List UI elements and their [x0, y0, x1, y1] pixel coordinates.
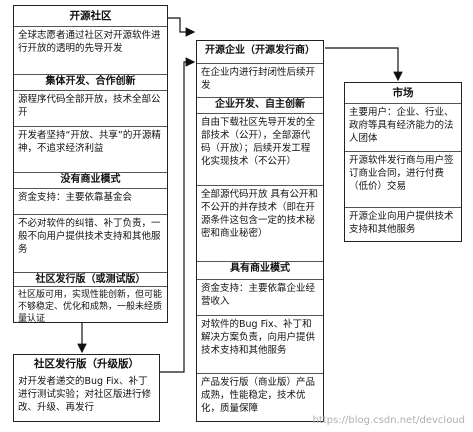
community-box: 开源社区 全球志愿者通过社区对开源软件进行开放的透明的先导开发 集体开发、合作创… — [13, 5, 168, 324]
upgrade-desc: 对开发者递交的Bug Fix、补丁进行测试实验；对社区版进行修改、升级、再发行 — [18, 376, 152, 413]
upgrade-title: 社区发行版（升级版） — [34, 358, 139, 370]
community-no-support: 不必对软件的纠错、补丁负责，一般不向用户提供技术支持和其他服务 — [14, 214, 167, 272]
market-support: 开源企业向用户提供技术支持和其他服务 — [345, 207, 461, 241]
market-title: 市场 — [392, 87, 414, 99]
enterprise-download: 自由下载社区先导开发的全部技术（公开），全部源代码（开放）；后续开发工程化实现技… — [197, 113, 323, 185]
community-sub-collab: 集体开发、合作创新 — [14, 74, 167, 89]
enterprise-mixed-tech: 全部源代码开放 具有公开和不公开的并存技术（即在开源条件这包含一定的技术秘密和商… — [197, 185, 323, 255]
community-title: 开源社区 — [69, 10, 112, 22]
enterprise-sub-biz: 具有商业模式 — [197, 261, 323, 276]
community-code-open: 源程序代码全部开放，技术全部公开 — [14, 90, 167, 126]
community-sub-nobiz: 没有商业模式 — [14, 172, 167, 187]
arrow-community-to-enterprise — [168, 17, 196, 37]
enterprise-box: 开源企业（开源发行商） 在企业内进行封闭性后续开发 企业开发、自主创新 自由下载… — [196, 40, 324, 422]
market-users: 主要用户：企业、行业、政府等具有经济能力的法人团体 — [345, 103, 461, 151]
market-contract: 开源软件发行商与用户签订商业合同，进行付费（低价）交易 — [345, 151, 461, 207]
community-funding: 资金支持：主要依靠基金会 — [14, 188, 167, 214]
enterprise-title: 开源企业（开源发行商） — [205, 45, 315, 56]
community-release-desc: 社区版可用，实现性能创新，但可能不够稳定、优化和成熟，一般未经质量认证 — [14, 286, 167, 324]
community-sub-release: 社区发行版（或测试版） — [14, 272, 167, 287]
upgrade-box: 社区发行版（升级版） 对开发者递交的Bug Fix、补丁进行测试实验；对社区版进… — [13, 354, 160, 422]
enterprise-closed-dev: 在企业内进行封闭性后续开发 — [197, 63, 323, 97]
enterprise-support: 对软件的Bug Fix、补丁和解决方案负责，向用户提供技术支持和其他服务 — [197, 315, 323, 373]
community-spirit: 开发者坚持“开放、共享”的开源精神，不追求经济利益 — [14, 126, 167, 172]
enterprise-sub-selfdev: 企业开发、自主创新 — [197, 97, 323, 112]
market-box: 市场 主要用户：企业、行业、政府等具有经济能力的法人团体 开源软件发行商与用户签… — [344, 82, 462, 242]
enterprise-funding: 资金支持：主要依靠企业经营收入 — [197, 279, 323, 315]
arrow-enterprise-to-market — [325, 47, 403, 82]
enterprise-product: 产品发行版（商业版）产品成熟，性能稳定，技术优化，质量保障 — [197, 373, 323, 421]
community-desc: 全球志愿者通过社区对开源软件进行开放的透明的先导开发 — [14, 26, 167, 74]
watermark-text: https://blog.csdn.net/devcloud — [312, 415, 465, 426]
